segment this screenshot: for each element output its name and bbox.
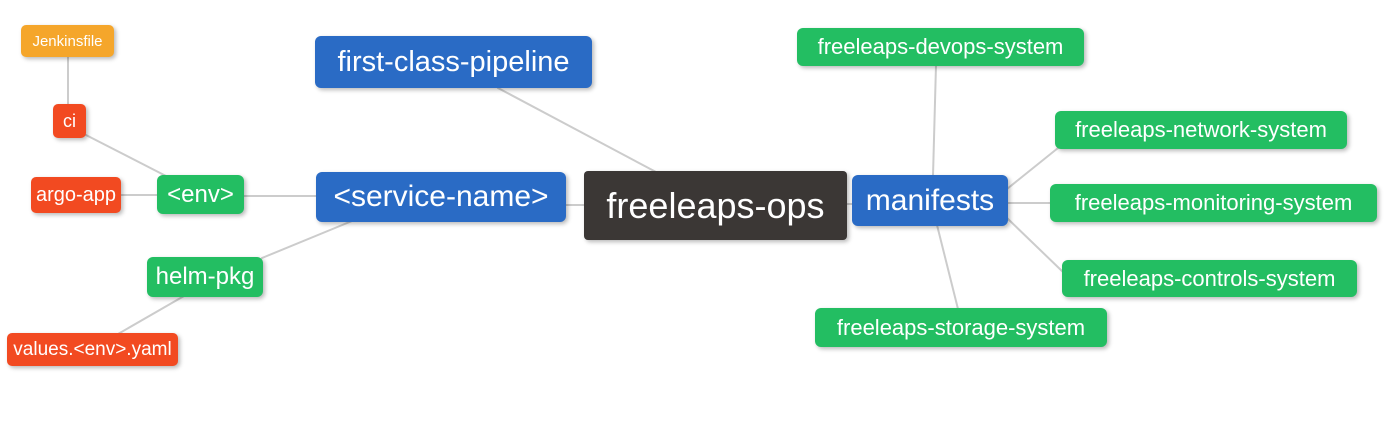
node-ci[interactable]: ci bbox=[53, 104, 86, 138]
node-manifests[interactable]: manifests bbox=[852, 175, 1008, 226]
edge-ci-env bbox=[83, 133, 167, 177]
edge-manifests-storage bbox=[936, 224, 959, 310]
edge-manifests-controls bbox=[1006, 217, 1064, 273]
node-values-env-yaml[interactable]: values.<env>.yaml bbox=[7, 333, 178, 366]
edge-service-name-helm-pkg bbox=[261, 220, 353, 259]
node-freeleaps-storage-system[interactable]: freeleaps-storage-system bbox=[815, 308, 1107, 347]
edge-manifests-network bbox=[1006, 147, 1059, 190]
node-freeleaps-devops-system[interactable]: freeleaps-devops-system bbox=[797, 28, 1084, 66]
edge-helm-pkg-values bbox=[117, 295, 185, 335]
node-env[interactable]: <env> bbox=[157, 175, 244, 214]
node-freeleaps-network-system[interactable]: freeleaps-network-system bbox=[1055, 111, 1347, 149]
edge-pipeline-freeleaps-ops bbox=[497, 87, 657, 173]
node-service-name[interactable]: <service-name> bbox=[316, 172, 566, 222]
node-freeleaps-controls-system[interactable]: freeleaps-controls-system bbox=[1062, 260, 1357, 297]
node-jenkinsfile[interactable]: Jenkinsfile bbox=[21, 25, 114, 57]
node-helm-pkg[interactable]: helm-pkg bbox=[147, 257, 263, 297]
edge-devops-manifests bbox=[932, 64, 937, 177]
node-freeleaps-monitoring-system[interactable]: freeleaps-monitoring-system bbox=[1050, 184, 1377, 222]
node-freeleaps-ops-root[interactable]: freeleaps-ops bbox=[584, 171, 847, 240]
node-first-class-pipeline[interactable]: first-class-pipeline bbox=[315, 36, 592, 88]
node-argo-app[interactable]: argo-app bbox=[31, 177, 121, 213]
